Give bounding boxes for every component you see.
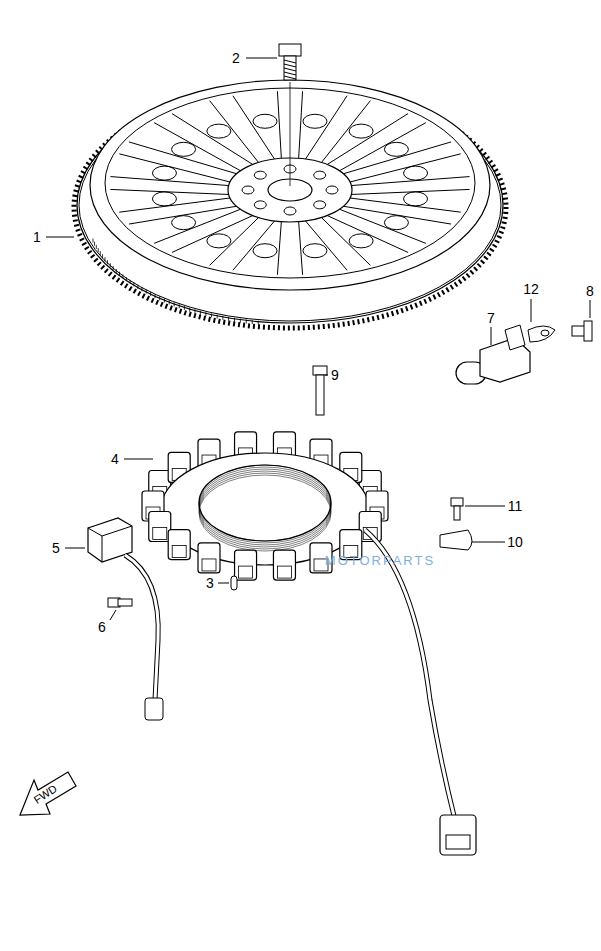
direction-arrow [20,772,76,815]
callout-number: 9 [331,368,339,382]
callout-number: 10 [507,535,523,549]
flywheel-bolt [279,44,301,186]
flywheel [74,80,506,328]
callout-number: 7 [487,311,495,325]
callout-number: 8 [586,284,594,298]
watermark-text: MOTORPARTS [325,554,435,567]
callout-number: 12 [523,282,539,296]
callout-number: 1 [33,230,41,244]
callout-number: 2 [232,51,240,65]
pulser-coil [88,518,163,720]
callout-number: 4 [111,452,119,466]
callout-number: 11 [508,499,523,513]
callout-number: 5 [52,541,60,555]
callout-number: 3 [206,576,214,590]
callout-number: 6 [98,620,106,634]
crank-sensor [456,321,592,384]
leader-lines [46,58,590,620]
stator [142,366,476,855]
